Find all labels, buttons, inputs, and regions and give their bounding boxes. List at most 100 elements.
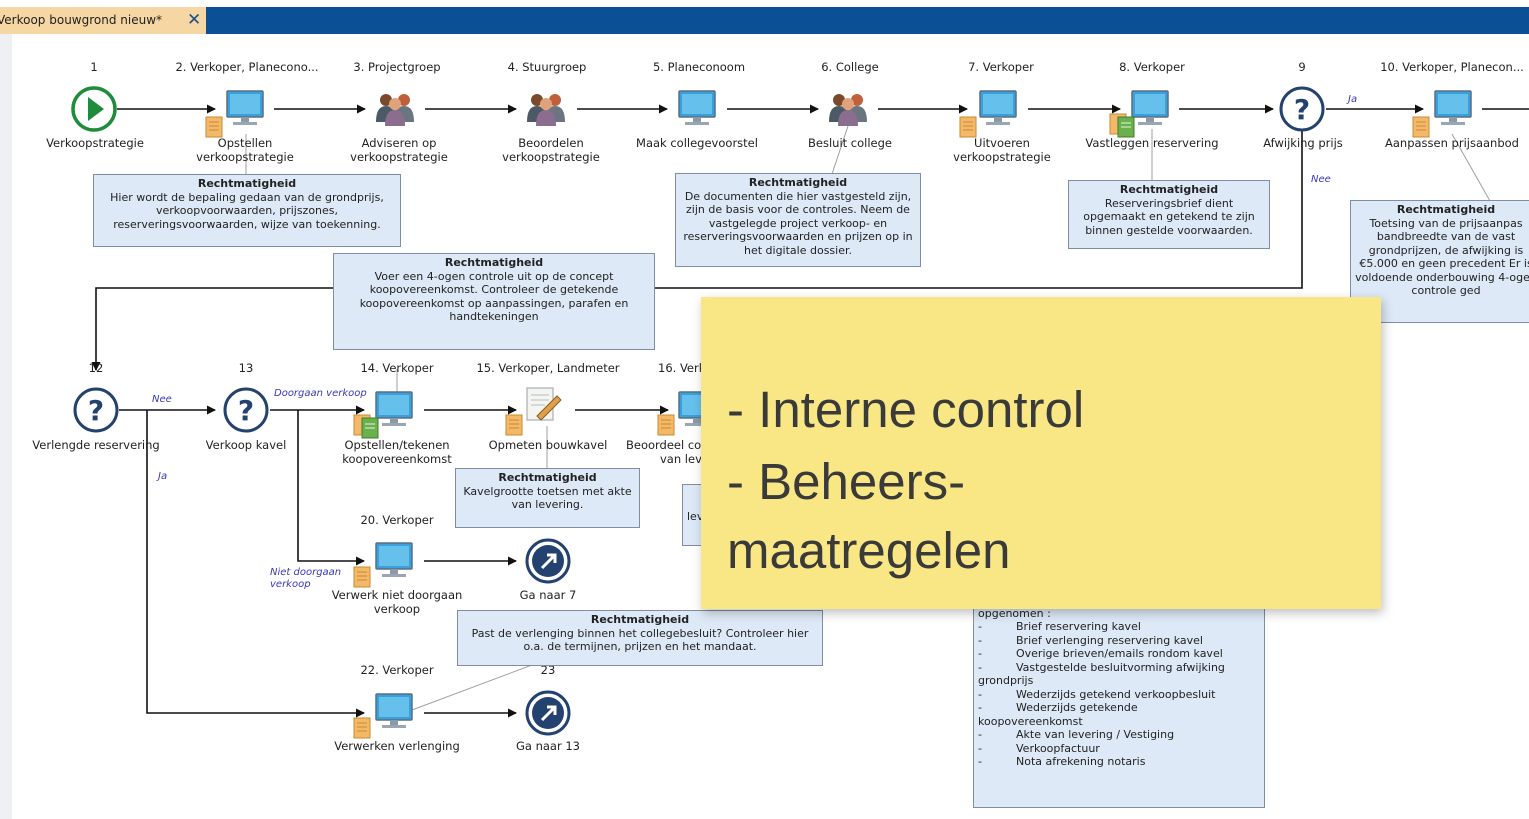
lane-header: 15. Verkoper, Landmeter [476,361,620,375]
step-label[interactable]: Afwijking prijs [1263,136,1343,150]
step-label[interactable]: Aanpassen prijsaanbod [1385,136,1519,150]
note-heading: Rechtmatigheid [1396,203,1496,216]
start-event-icon [71,86,117,132]
close-icon[interactable]: ✕ [187,10,202,30]
tab-bar: Verkoop bouwgrond nieuw* ✕ [0,0,1529,34]
condition-label: Nee [1311,174,1331,185]
sticky-note[interactable]: - Interne control - Beheers- maatregelen [701,297,1381,609]
step-label[interactable]: Opmeten bouwkavel [488,438,608,452]
note-text: Toetsing van de prijsaanpas bandbreedte … [1355,216,1529,298]
document-icon [353,566,371,588]
step-label[interactable]: van leve [660,452,709,466]
step-label[interactable]: Opstellen verkoopstrategie [196,136,294,164]
goto-icon [525,690,571,736]
step-label[interactable]: Ga naar 13 [515,739,580,753]
rechtmatigheid-note: Rechtmatigheid Past de verlenging binnen… [457,610,823,666]
condition-label: verkoop [270,579,311,590]
rechtmatigheid-note: Rechtmatigheid Toetsing van de prijsaanp… [1350,200,1529,323]
step-label[interactable]: Verwerken verlenging [334,739,460,753]
note-text: grondprijs [978,674,1034,687]
note-text: Hier wordt de bepaling gedaan van de gro… [110,190,384,231]
document-icon [205,116,223,138]
checklist-item: Verkoopfactuur [978,742,1260,756]
lane-header: 5. Planeconoom [652,60,746,74]
note-heading: Rechtmatigheid [590,613,690,626]
note-text: Reserveringsbrief dient opgemaakt en get… [1083,196,1255,237]
computer-icon [979,90,1017,126]
condition-label: Niet doorgaan [270,567,342,578]
note-heading: Rechtmatigheid [197,177,297,190]
sticky-line-3: maatregelen [727,522,1011,579]
note-heading: Rechtmatigheid [1119,183,1219,196]
computer-icon [375,693,413,729]
document-icon [353,717,371,739]
lane-header: 10. Verkoper, Planecon... [1380,60,1524,74]
step-label[interactable]: Ga naar 7 [519,588,577,602]
people-icon [829,94,867,126]
step-label[interactable]: Verkoop kavel [205,438,287,452]
note-heading: Rechtmatigheid [748,176,848,189]
lane-header: 16. Verk [658,361,706,375]
step-label[interactable]: Maak collegevoorstel [636,136,758,150]
computer-icon [226,90,264,126]
step-label[interactable]: Besluit college [808,136,892,150]
condition-label: Nee [152,394,172,405]
checklist-item: Brief reservering kavel [978,620,1260,634]
rechtmatigheid-note: Rechtmatigheid Kavelgrootte toetsen met … [455,468,640,528]
note-text: Voer een 4-ogen controle uit op de conce… [359,269,629,324]
lane-header: 1 [90,60,98,74]
checklist-item: Vastgestelde besluitvorming afwijking [978,661,1260,675]
checklist-item: Overige brieven/emails rondom kavel [978,647,1260,661]
note-text: Past de verlenging binnen het collegebes… [471,626,809,654]
checklist-item: Nota afrekening notaris [978,755,1260,769]
computer-icon [1131,90,1169,126]
note-heading: Rechtmatigheid [444,256,544,269]
step-label[interactable]: Beoordelen verkoopstrategie [502,136,600,164]
lane-header: 2. Verkoper, Planecono... [175,60,319,74]
document-icon [505,414,523,436]
document-icon [959,116,977,138]
goto-icon [525,538,571,584]
row2-connectors [119,405,669,718]
people-icon [376,94,414,126]
dossier-checklist-note: Controle dossier of alle documenten erin… [973,590,1265,808]
computer-icon [678,90,716,126]
lane-header: 23 [540,663,556,677]
rechtmatigheid-note: Rechtmatigheid Hier wordt de bepaling ge… [93,174,401,247]
checklist-item: Brief verlenging reservering kavel [978,634,1260,648]
note-text: koopovereenkomst [978,714,1083,728]
step-label[interactable]: Opstellen/tekenen koopovereenkomst [342,438,452,466]
document-icon [657,414,675,436]
note-text: De documenten die hier vastgesteld zijn,… [683,189,913,257]
lane-header: 4. Stuurgroep [507,60,587,74]
sticky-line-1: - Interne control [727,381,1085,438]
rechtmatigheid-note: Rechtmatigheid De documenten die hier va… [675,173,921,267]
row1-connectors [91,104,1529,371]
step-label[interactable]: Adviseren op verkoopstrategie [350,136,448,164]
tab-verkoop-bouwgrond[interactable]: Verkoop bouwgrond nieuw* ✕ [0,7,206,34]
question-gateway-icon [1279,86,1325,132]
condition-label: Ja [158,471,168,482]
sticky-line-2: - Beheers- [727,453,966,510]
checklist-item: Wederzijds getekend verkoopbesluit [978,688,1260,702]
tab-title: Verkoop bouwgrond nieuw* [0,13,163,27]
question-gateway-icon [73,387,119,433]
step-label[interactable]: Vastleggen reservering [1085,136,1219,150]
computer-icon [375,542,413,578]
step-label[interactable]: Verwerk niet doorgaan verkoop [331,588,463,616]
question-gateway-icon [223,387,269,433]
computer-icon [375,391,413,427]
process-diagram: ? [71,86,1529,739]
rechtmatigheid-note: Rechtmatigheid Voer een 4-ogen controle … [333,253,655,350]
rechtmatigheid-note: Rechtmatigheid Reserveringsbrief dient o… [1068,180,1270,249]
lane-header: 8. Verkoper [1119,60,1185,74]
step-label[interactable]: Verkoopstrategie [46,136,144,150]
document-stack-icon [1109,113,1135,138]
lane-header: 22. Verkoper [360,663,434,677]
condition-label: Ja [1348,94,1358,105]
step-label[interactable]: Beoordeel con [626,438,709,452]
people-icon [527,94,565,126]
step-label[interactable]: Verlengde reservering [32,438,160,452]
step-label[interactable]: Uitvoeren verkoopstrategie [953,136,1051,164]
lane-header: 6. College [821,60,879,74]
